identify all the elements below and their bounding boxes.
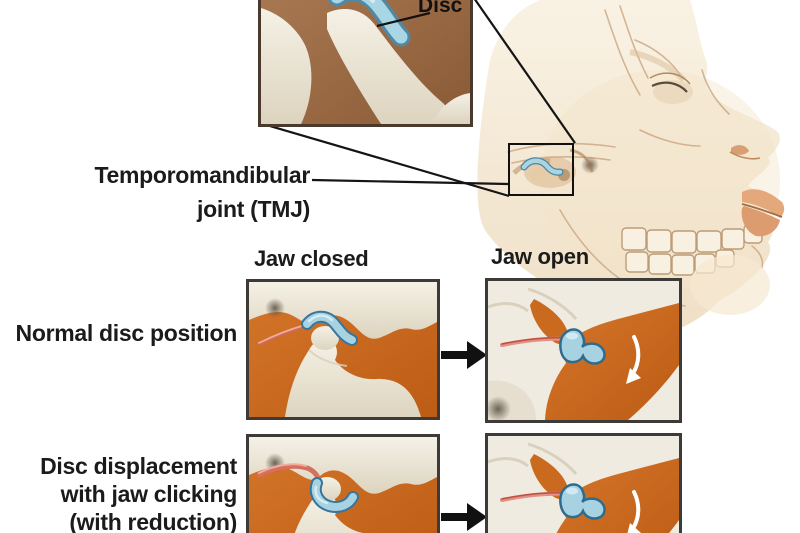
eye-lash-line [651,81,688,93]
row-label-displacement-line1: Disc displacement [40,453,237,479]
ligament-line [500,336,566,347]
inset-disc [331,0,408,44]
tmj-label-line2: joint (TMJ) [197,196,310,222]
temporal-bone [249,282,437,339]
ear-canal-spot [265,298,285,318]
panel-normal-jaw-open [485,278,682,423]
flow-arrow-icon [441,341,487,369]
ligament-line [500,491,566,502]
chin-highlight [690,255,770,315]
tmj-label: Temporomandibular joint (TMJ) [60,158,310,226]
tmj-location-box [508,143,574,196]
rotation-arrow-icon [627,490,641,533]
fossa-space [530,299,569,345]
flow-arrow-icon [441,503,487,531]
tmj-label-line1: Temporomandibular [94,162,310,188]
row-label-normal: Normal disc position [15,320,238,346]
inset-bone-left [261,8,312,124]
panel-normal-jaw-closed [246,279,440,420]
mandible [294,494,364,533]
condyle-head [311,326,339,350]
mini-disc [521,158,563,175]
disc-pointer-line [376,11,431,28]
fossa-space [530,454,569,500]
ramus [545,303,679,420]
panel-displacement-jaw-open [485,433,682,533]
temporal-bone [249,437,437,494]
eyelid-line [649,72,691,85]
inset-bone-right [431,93,470,124]
row-label-displacement-line2: with jaw clicking [60,481,238,507]
rotation-arrow-icon [626,335,641,384]
mandible [285,339,421,417]
column-header-jaw-closed: Jaw closed [254,246,369,271]
panel-displacement-jaw-closed [246,434,440,533]
row-label-displacement-line3: (with reduction) [69,509,237,533]
column-header-jaw-open: Jaw open [491,244,589,269]
nostril [731,145,749,155]
row-label-displacement: Disc displacement with jaw clicking (wit… [0,452,237,533]
tmj-magnified-inset: Disc [258,0,473,127]
lips [741,189,785,237]
eye-socket-shading [653,80,693,104]
nose-underside-line [729,151,761,160]
inset-condyle-neck [327,9,452,124]
mini-condyle [530,167,550,183]
ligament-line [257,324,307,346]
